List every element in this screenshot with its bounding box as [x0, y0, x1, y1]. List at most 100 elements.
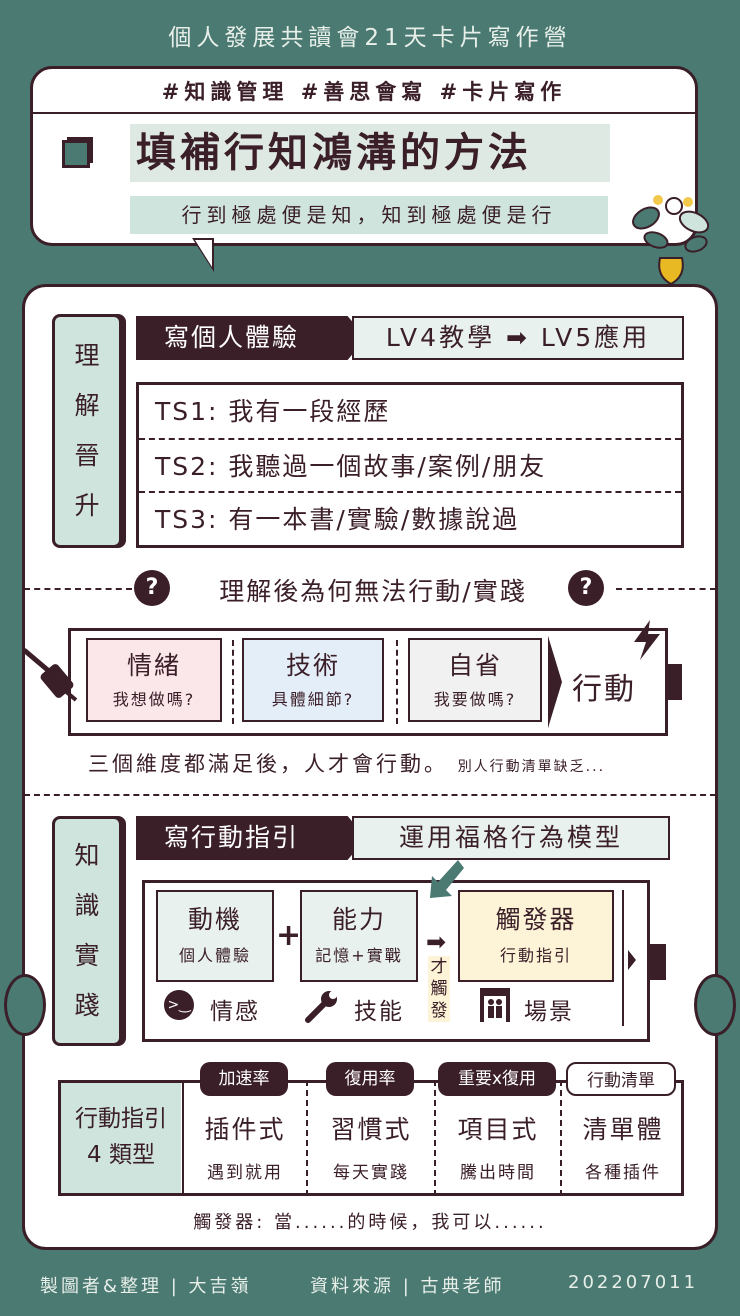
tab-char: 識	[74, 891, 100, 920]
divider	[616, 588, 716, 590]
elevator-icon	[480, 988, 510, 1022]
section-tab-understand: 理 解 晉 升	[52, 314, 122, 548]
list-item: TS2: 我聽過一個故事/案例/朋友	[139, 438, 681, 491]
question-icon: ?	[134, 570, 170, 606]
list-item: TS3: 有一本書/實驗/數據說過	[139, 491, 681, 544]
divider	[24, 794, 716, 796]
cell-title: 情緒	[126, 651, 181, 680]
type-title: 插件式	[204, 1115, 286, 1144]
box-caption: 行動指引	[499, 946, 572, 965]
type-caption: 遇到就用	[207, 1163, 283, 1183]
footer-author: 製圖者&整理 | 大吉嶺	[40, 1276, 252, 1297]
box-title: 能力	[331, 905, 386, 934]
wrench-icon	[305, 991, 337, 1023]
ts-list: TS1: 我有一段經歷 TS2: 我聽過一個故事/案例/朋友 TS3: 有一本書…	[136, 382, 684, 548]
type-column: 清單體 各種插件	[560, 1080, 684, 1196]
cell-caption: 我想做嗎?	[112, 690, 196, 709]
icon-label: 技能	[354, 999, 404, 1025]
cube-icon	[62, 140, 90, 168]
divider	[622, 890, 632, 1026]
ability-box: 能力 記憶+實戰	[300, 890, 418, 982]
tab-char: 解	[74, 391, 100, 420]
header-title: 個人發展共讀會21天卡片寫作營	[168, 25, 572, 51]
type-badge: 復用率	[326, 1062, 414, 1096]
trigger-char: 發	[430, 1001, 448, 1021]
page-title: 填補行知鴻溝的方法	[130, 124, 610, 182]
types-label-line: 行動指引	[75, 1106, 167, 1132]
tab-char: 升	[74, 491, 100, 520]
subtitle: 行到極處便是知，知到極處便是行	[130, 196, 608, 234]
type-caption: 騰出時間	[460, 1163, 536, 1183]
type-column: 項目式 騰出時間	[434, 1080, 560, 1196]
type-caption: 各種插件	[585, 1163, 661, 1183]
box-caption: 個人體驗	[178, 946, 251, 965]
battery-tip	[666, 664, 682, 700]
battery-cell-skill: 技術 具體細節?	[242, 638, 384, 722]
arrow-down-icon	[430, 860, 464, 898]
trigger-note: 才 觸 發	[428, 956, 450, 1022]
tab-char: 知	[74, 841, 100, 870]
trigger-sentence: 觸發器: 當......的時候，我可以......	[193, 1212, 547, 1233]
footer-date: 202207011	[568, 1272, 699, 1293]
type-column: 習慣式 每天實踐	[306, 1080, 434, 1196]
type-badge: 行動清單	[566, 1062, 676, 1096]
type-badge: 重要x復用	[438, 1062, 556, 1096]
arrow-right-icon: ➡	[426, 928, 447, 956]
section-label-light: 運用福格行為模型	[352, 816, 670, 860]
footer-source: 資料來源 | 古典老師	[310, 1276, 505, 1297]
section-label-light: LV4教學 ➡ LV5應用	[352, 316, 684, 360]
box-caption: 記憶+實戰	[315, 946, 403, 965]
lightning-icon	[634, 620, 660, 660]
cell-caption: 我要做嗎?	[433, 690, 517, 709]
type-column: 插件式 遇到就用	[182, 1080, 306, 1196]
hashtags: #知識管理 #善思會寫 #卡片寫作	[161, 80, 567, 104]
tab-char: 理	[74, 341, 100, 370]
question-icon: ?	[568, 570, 604, 606]
icon-label: 情感	[210, 999, 260, 1025]
types-label-line: 4 類型	[87, 1142, 155, 1168]
note-small: 別人行動清單缺乏...	[457, 759, 606, 775]
question-text: 理解後為何無法行動/實踐	[219, 577, 527, 606]
action-label: 行動	[572, 672, 636, 707]
fogg-model-box	[142, 880, 650, 1042]
cell-title: 技術	[285, 651, 340, 680]
section-tab-practice: 知 識 實 踐	[52, 816, 122, 1046]
box-title: 動機	[187, 905, 242, 934]
type-title: 習慣式	[330, 1115, 412, 1144]
tab-char: 踐	[74, 991, 100, 1020]
tab-char: 晉	[74, 441, 100, 470]
ticket-notch-left	[4, 974, 46, 1036]
list-item: TS1: 我有一段經歷	[155, 397, 391, 426]
divider	[24, 588, 132, 590]
section-label-dark: 寫個人體驗	[136, 316, 366, 360]
note-text: 三個維度都滿足後，人才會行動。 別人行動清單缺乏...	[88, 748, 605, 778]
bubble-tail-fill	[195, 240, 212, 267]
battery-cell-reflect: 自省 我要做嗎?	[408, 638, 542, 722]
icon-label: 場景	[524, 999, 574, 1025]
motivation-box: 動機 個人體驗	[156, 890, 274, 982]
divider	[396, 640, 398, 724]
trigger-char: 才	[430, 957, 448, 977]
battery-tip	[650, 944, 666, 980]
type-badge: 加速率	[200, 1062, 288, 1096]
divider	[232, 640, 234, 724]
smile-icon: >‿	[164, 990, 194, 1020]
note-main: 三個維度都滿足後，人才會行動。	[88, 752, 448, 776]
plus-sign: +	[276, 918, 302, 953]
ticket-notch-right	[694, 974, 736, 1036]
chevron-right-icon	[628, 950, 636, 970]
divider	[30, 112, 698, 114]
trigger-box: 觸發器 行動指引	[458, 890, 614, 982]
box-title: 觸發器	[495, 905, 577, 934]
type-title: 項目式	[457, 1115, 539, 1144]
cell-caption: 具體細節?	[271, 690, 355, 709]
plant-vase-icon	[632, 195, 710, 286]
battery-cell-emotion: 情緒 我想做嗎?	[86, 638, 222, 722]
type-title: 清單體	[582, 1115, 664, 1144]
tab-char: 實	[74, 941, 100, 970]
trigger-char: 觸	[430, 979, 448, 999]
type-caption: 每天實踐	[333, 1163, 409, 1183]
cell-title: 自省	[447, 651, 502, 680]
types-label: 行動指引 4 類型	[61, 1083, 181, 1193]
section-label-dark: 寫行動指引	[136, 816, 366, 860]
